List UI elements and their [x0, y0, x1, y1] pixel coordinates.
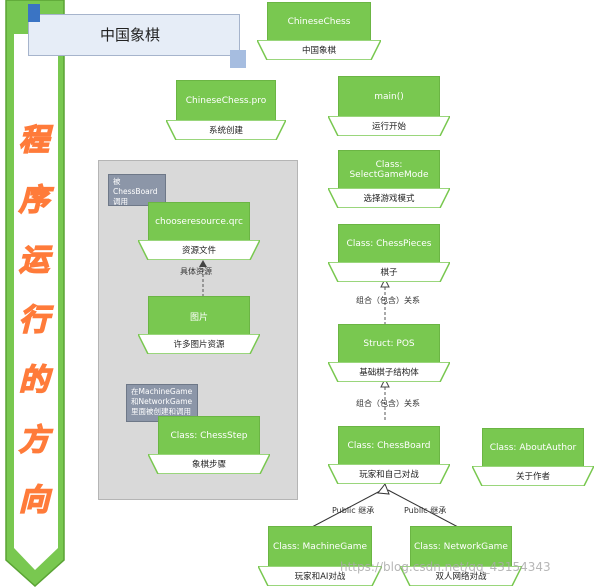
node-label: 象棋步骤	[191, 460, 226, 470]
node-chess-step: Class: ChessStep	[158, 416, 260, 456]
node-label: 关于作者	[515, 472, 550, 482]
node-label: 运行开始	[371, 122, 406, 132]
side-char: 的	[18, 362, 50, 399]
page-title: 中国象棋	[100, 26, 161, 44]
node-main-label: 运行开始	[328, 116, 450, 136]
node-pro: ChineseChess.pro	[176, 80, 276, 122]
node-title: ChineseChess	[287, 17, 351, 27]
node-label: 玩家和自己对战	[359, 470, 419, 480]
node-about-author-label: 关于作者	[472, 466, 594, 486]
side-char: 序	[18, 182, 50, 219]
header-corner-br	[230, 50, 246, 68]
node-title: Class: ChessBoard	[347, 441, 431, 451]
side-char: 程	[18, 122, 50, 159]
side-char: 向	[18, 482, 50, 519]
node-title: 图片	[189, 312, 208, 323]
edge-label-public-left: Public 继承	[332, 506, 375, 515]
node-chess-board: Class: ChessBoard	[338, 426, 440, 466]
node-label: 许多图片资源	[173, 340, 225, 350]
node-machine-game-label: 玩家和AI对战	[258, 566, 382, 586]
edge-label-image-qrc: 具体资源	[180, 267, 212, 276]
node-label: 中国象棋	[301, 46, 336, 56]
side-char: 运	[18, 242, 50, 279]
edge-label-pieces-pos: 组合（包含）关系	[356, 296, 420, 305]
edge-label-pos-board: 组合（包含）关系	[356, 399, 420, 408]
node-chess-step-label: 象棋步骤	[148, 454, 270, 474]
node-label: 玩家和AI对战	[294, 572, 346, 582]
node-network-game-label: 双人网络对战	[400, 566, 522, 586]
node-title: Class: NetworkGame	[414, 542, 508, 552]
node-qrc-label: 资源文件	[138, 240, 260, 260]
node-label: 系统创建	[208, 126, 243, 136]
node-image-label: 许多图片资源	[138, 334, 260, 354]
node-pos-label: 基础棋子结构体	[328, 362, 450, 382]
node-label: 选择游戏模式	[363, 194, 415, 204]
node-title: Class: ChessStep	[170, 431, 248, 441]
node-title: main()	[374, 92, 404, 102]
node-title: chooseresource.qrc	[155, 217, 243, 227]
node-chess-board-label: 玩家和自己对战	[328, 464, 450, 484]
side-char: 方	[18, 422, 50, 459]
node-title: Class: SelectGameMode	[349, 160, 429, 180]
node-pro-label: 系统创建	[166, 120, 286, 140]
node-qrc: chooseresource.qrc	[148, 202, 250, 242]
node-chess-pieces: Class: ChessPieces	[338, 224, 440, 264]
node-title: Class: AboutAuthor	[489, 443, 577, 453]
node-select-game-mode-label: 选择游戏模式	[328, 188, 450, 208]
node-main: main()	[338, 76, 440, 118]
node-select-game-mode: Class: SelectGameMode	[338, 150, 440, 190]
node-chess-pieces-label: 棋子	[328, 262, 450, 282]
node-label: 棋子	[380, 268, 398, 278]
node-label: 双人网络对战	[435, 572, 487, 582]
watermark: https://blog.csdn.net/qq_43154343	[340, 560, 551, 574]
node-title: Class: ChessPieces	[346, 239, 432, 249]
header-bar	[28, 14, 240, 56]
side-char: 行	[18, 302, 50, 339]
note-chessboard-call: 被ChessBoard调用	[108, 174, 166, 206]
node-machine-game: Class: MachineGame	[268, 526, 372, 568]
node-about-author: Class: AboutAuthor	[482, 428, 584, 468]
node-label: 资源文件	[181, 246, 216, 256]
header-corner-tl	[28, 4, 40, 22]
node-chinesechess-label: 中国象棋	[257, 40, 381, 60]
node-label: 基础棋子结构体	[359, 368, 419, 378]
node-chinesechess: ChineseChess	[267, 2, 371, 42]
node-pos: Struct: POS	[338, 324, 440, 364]
node-title: Class: MachineGame	[272, 542, 368, 552]
node-network-game: Class: NetworkGame	[410, 526, 512, 568]
node-title: ChineseChess.pro	[185, 96, 267, 106]
edge-label-public-right: Public 继承	[404, 506, 447, 515]
node-title: Struct: POS	[363, 339, 415, 349]
node-image: 图片	[148, 296, 250, 336]
side-banner: 程 序 运 行 的 方 向	[0, 0, 70, 588]
